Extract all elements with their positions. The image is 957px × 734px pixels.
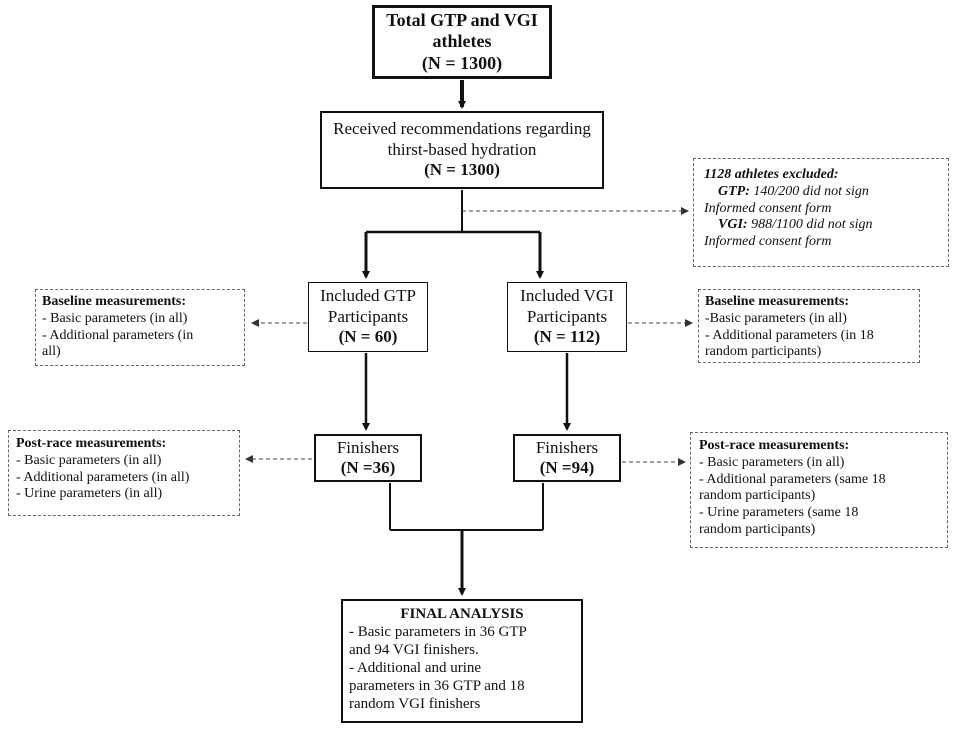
received-n: (N = 1300): [424, 160, 500, 180]
post-gtp-title: Post-race measurements:: [16, 436, 167, 451]
excluded-vgi-label: VGI:: [718, 217, 748, 233]
received-line-2: thirst-based hydration: [387, 139, 537, 159]
baseline-gtp-item-2: - Additional parameters (in: [42, 327, 194, 343]
excluded-consent-2: Informed consent form: [704, 234, 832, 250]
finishers-gtp-label: Finishers: [336, 437, 400, 457]
included-vgi-line-2: Participants: [526, 306, 608, 326]
node-finishers-gtp: Finishers (N =36): [314, 434, 422, 482]
post-gtp-item-3: - Urine parameters (in all): [16, 486, 163, 502]
post-vgi-item-3: random participants): [699, 488, 816, 504]
total-line-1: Total GTP and VGI: [386, 9, 538, 30]
node-included-vgi: Included VGI Participants (N = 112): [507, 282, 627, 352]
baseline-gtp-item-3: all): [42, 344, 61, 360]
excluded-gtp: GTP: 140/200 did not sign: [704, 184, 938, 201]
final-line-4: parameters in 36 GTP and 18: [349, 678, 525, 694]
node-baseline-gtp: Baseline measurements: - Basic parameter…: [35, 289, 245, 366]
node-excluded: 1128 athletes excluded: GTP: 140/200 did…: [693, 158, 949, 267]
excluded-vgi: VGI: 988/1100 did not sign: [704, 217, 938, 234]
final-line-2: and 94 VGI finishers.: [349, 642, 479, 658]
excluded-gtp-label: GTP:: [718, 183, 750, 199]
final-line-3: - Additional and urine: [349, 660, 482, 676]
included-gtp-line-1: Included GTP: [320, 286, 416, 306]
post-vgi-item-4: - Urine parameters (same 18: [699, 505, 859, 521]
post-vgi-title: Post-race measurements:: [699, 438, 850, 453]
total-line-2: athletes: [432, 31, 492, 52]
excluded-consent-1: Informed consent form: [704, 200, 832, 216]
received-line-1: Received recommendations regarding: [333, 119, 591, 139]
node-baseline-vgi: Baseline measurements: -Basic parameters…: [698, 289, 920, 363]
included-vgi-n: (N = 112): [533, 327, 601, 347]
finishers-vgi-label: Finishers: [535, 437, 599, 457]
node-post-race-gtp: Post-race measurements: - Basic paramete…: [8, 430, 240, 516]
included-gtp-n: (N = 60): [338, 327, 398, 347]
post-vgi-item-2: - Additional parameters (same 18: [699, 471, 886, 487]
post-gtp-item-1: - Basic parameters (in all): [16, 452, 162, 468]
excluded-title: 1128 athletes excluded:: [704, 167, 839, 182]
included-vgi-line-1: Included VGI: [520, 286, 614, 306]
post-gtp-item-2: - Additional parameters (in all): [16, 469, 190, 485]
baseline-gtp-title: Baseline measurements:: [42, 294, 186, 309]
node-finishers-vgi: Finishers (N =94): [513, 434, 621, 482]
excluded-gtp-text: 140/200 did not sign: [749, 183, 869, 199]
node-received-recommendations: Received recommendations regarding thirs…: [320, 111, 604, 189]
excluded-vgi-text: 988/1100 did not sign: [747, 217, 873, 233]
baseline-vgi-item-1: -Basic parameters (in all): [705, 310, 847, 326]
node-total-athletes: Total GTP and VGI athletes (N = 1300): [372, 5, 552, 79]
final-title: FINAL ANALYSIS: [400, 606, 524, 622]
post-vgi-item-5: random participants): [699, 521, 816, 537]
baseline-vgi-item-2: - Additional parameters (in 18: [705, 327, 874, 343]
finishers-gtp-n: (N =36): [340, 458, 396, 477]
baseline-vgi-title: Baseline measurements:: [705, 294, 849, 309]
baseline-gtp-item-1: - Basic parameters (in all): [42, 310, 188, 326]
finishers-vgi-n: (N =94): [539, 458, 595, 477]
included-gtp-line-2: Participants: [327, 306, 409, 326]
post-vgi-item-1: - Basic parameters (in all): [699, 454, 845, 470]
node-final-analysis: FINAL ANALYSIS - Basic parameters in 36 …: [341, 599, 583, 723]
baseline-vgi-item-3: random participants): [705, 344, 822, 360]
total-n: (N = 1300): [421, 52, 503, 73]
final-line-5: random VGI finishers: [349, 696, 481, 712]
node-post-race-vgi: Post-race measurements: - Basic paramete…: [690, 432, 948, 548]
final-line-1: - Basic parameters in 36 GTP: [349, 624, 527, 640]
node-included-gtp: Included GTP Participants (N = 60): [308, 282, 428, 352]
